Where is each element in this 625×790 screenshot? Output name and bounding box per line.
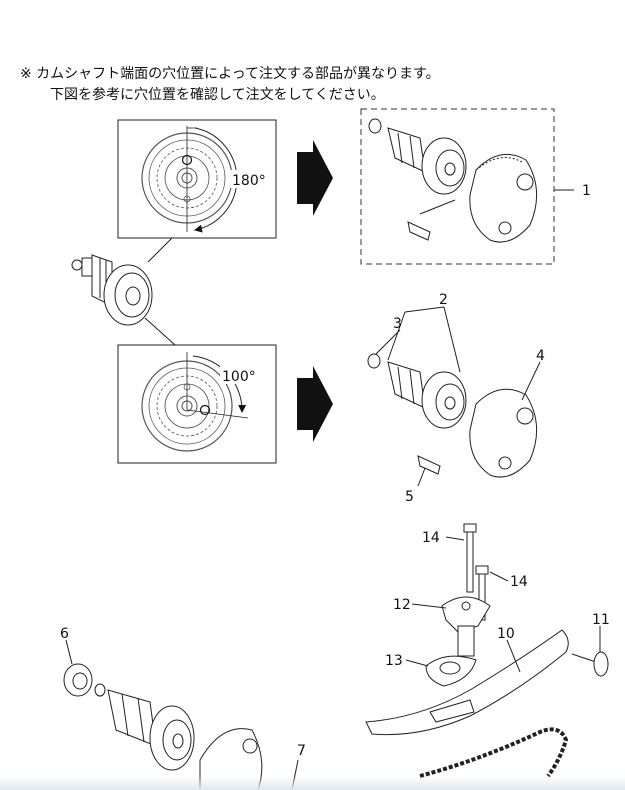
callout-5: 5 <box>405 489 414 505</box>
callout-12: 12 <box>393 597 411 613</box>
callout-6: 6 <box>60 626 69 642</box>
order-note-line-2: 下図を参考に穴位置を確認して注文をしてください。 <box>50 87 385 103</box>
callout-14-lower: 14 <box>510 574 528 590</box>
cam-sprocket-assembly-top <box>368 118 538 243</box>
order-note-line-1: ※ カムシャフト端面の穴位置によって注文する部品が異なります。 <box>20 66 440 82</box>
camshaft-assembly-bottom <box>63 663 263 790</box>
callout-3: 3 <box>393 316 402 332</box>
order-note: ※ カムシャフト端面の穴位置によって注文する部品が異なります。 下図を参考に穴位… <box>20 64 440 106</box>
angle-label-180: 180° <box>232 173 266 189</box>
bottom-edge-fade <box>0 776 625 790</box>
callout-13: 13 <box>385 653 403 669</box>
callout-14-upper: 14 <box>422 530 440 546</box>
arrow-right-icon <box>297 366 333 442</box>
callout-10: 10 <box>497 626 515 642</box>
assembly-box-part-1 <box>360 108 574 265</box>
leader-lines-2-5 <box>375 306 541 487</box>
callout-7: 7 <box>297 743 306 759</box>
callout-4: 4 <box>536 348 545 364</box>
tensioner-group <box>365 523 609 778</box>
cam-sprocket-assembly-bottom <box>367 353 538 478</box>
camshaft-illustration <box>71 254 153 326</box>
inset-box-180: 180° <box>117 119 277 263</box>
inset-box-100: 100° <box>117 317 277 464</box>
leader-lines-10-14 <box>405 536 601 673</box>
angle-label-100: 100° <box>222 369 256 385</box>
callout-1: 1 <box>582 183 591 199</box>
arrow-right-icon <box>297 140 333 216</box>
callout-2: 2 <box>439 292 448 308</box>
callout-11: 11 <box>592 612 610 628</box>
